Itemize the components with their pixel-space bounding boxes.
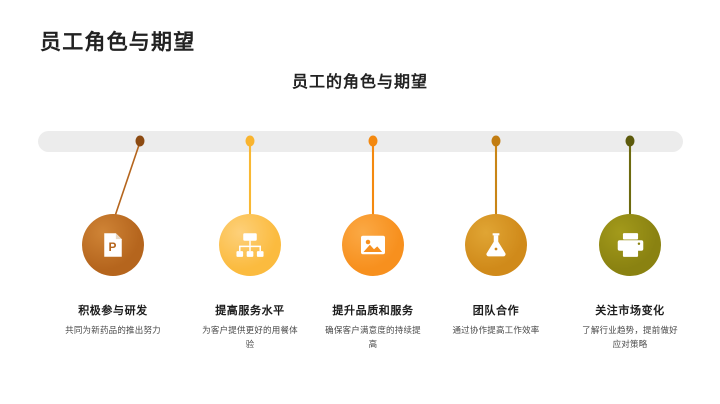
node-icon-bubble[interactable]: P <box>82 214 144 276</box>
timeline-node[interactable]: 关注市场变化了解行业趋势，提前做好应对策略 <box>560 214 700 351</box>
node-title: 提高服务水平 <box>215 305 285 317</box>
node-icon-bubble[interactable] <box>219 214 281 276</box>
node-title: 积极参与研发 <box>78 305 148 317</box>
node-description: 了解行业趋势，提前做好应对策略 <box>582 325 678 350</box>
timeline-node[interactable]: 提升品质和服务确保客户满意度的持续提高 <box>303 214 443 351</box>
page-title: 员工角色与期望 <box>40 31 196 54</box>
timeline-pin-dot[interactable] <box>491 135 501 147</box>
svg-text:P: P <box>109 240 117 254</box>
org-chart-icon <box>234 230 266 260</box>
node-icon-bubble[interactable] <box>465 214 527 276</box>
timeline-node[interactable]: P 积极参与研发共同为新药品的推出努力 <box>43 214 183 337</box>
node-description: 共同为新药品的推出努力 <box>65 325 161 336</box>
timeline-rail <box>38 131 683 152</box>
timeline-node[interactable]: 团队合作通过协作提高工作效率 <box>426 214 566 337</box>
node-icon-bubble[interactable] <box>342 214 404 276</box>
flask-icon <box>481 230 511 260</box>
timeline-node[interactable]: 提高服务水平为客户提供更好的用餐体验 <box>180 214 320 351</box>
node-title: 关注市场变化 <box>595 305 665 317</box>
node-title: 团队合作 <box>472 305 520 317</box>
timeline-pin-dot[interactable] <box>625 135 635 147</box>
timeline-pin-dot[interactable] <box>368 135 378 147</box>
timeline-stem <box>112 141 141 223</box>
node-icon-bubble[interactable] <box>599 214 661 276</box>
printer-icon <box>615 230 646 260</box>
slide-subtitle: 员工的角色与期望 <box>291 74 428 91</box>
document-p-icon: P <box>98 230 128 260</box>
node-description: 为客户提供更好的用餐体验 <box>202 325 298 350</box>
image-icon <box>358 230 388 260</box>
node-title: 提升品质和服务 <box>332 305 414 317</box>
timeline-pin-dot[interactable] <box>245 135 255 147</box>
timeline-pin-dot[interactable] <box>135 135 145 147</box>
node-description: 通过协作提高工作效率 <box>452 325 540 336</box>
node-description: 确保客户满意度的持续提高 <box>325 325 421 350</box>
